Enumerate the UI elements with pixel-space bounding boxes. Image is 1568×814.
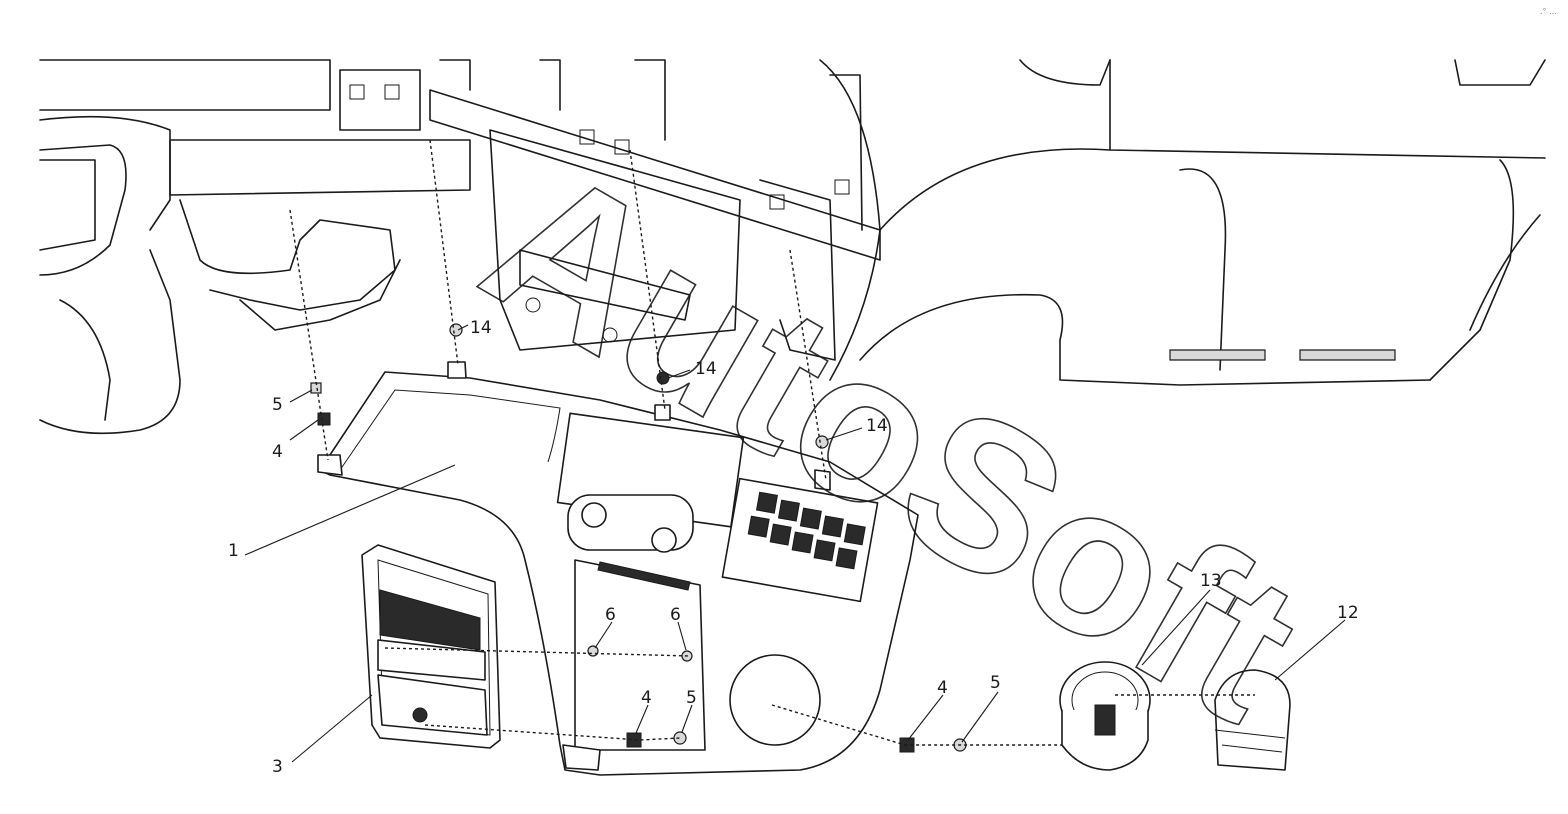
callout-leaders xyxy=(244,324,1346,763)
callout-14-left: 14 xyxy=(470,318,492,338)
dashboard-frame xyxy=(39,59,1546,435)
lower-panel-cover xyxy=(317,361,919,776)
callout-12: 12 xyxy=(1337,603,1359,623)
callout-4-center: 4 xyxy=(641,688,652,708)
screw-6-left xyxy=(587,645,599,657)
switch-bank xyxy=(747,491,866,570)
callout-5-center: 5 xyxy=(686,688,697,708)
callout-5-right: 5 xyxy=(990,673,1001,693)
clip-5-center xyxy=(673,731,687,745)
callout-3: 3 xyxy=(272,757,283,777)
screw-14-right xyxy=(815,435,829,449)
callout-13: 13 xyxy=(1200,571,1222,591)
socket-housing xyxy=(1059,661,1151,771)
corner-mark: .° ... xyxy=(1540,7,1557,16)
callout-5-left: 5 xyxy=(272,395,283,415)
callout-1: 1 xyxy=(228,541,239,561)
callout-4-left: 4 xyxy=(272,442,283,462)
nut-4-left xyxy=(317,412,331,426)
callout-4-right: 4 xyxy=(937,678,948,698)
callout-14-right: 14 xyxy=(866,416,888,436)
socket-cap xyxy=(1214,669,1291,771)
assembly-lines xyxy=(289,139,1255,746)
callout-6-left: 6 xyxy=(605,605,616,625)
storage-tray xyxy=(361,544,501,749)
nut-4-center xyxy=(626,732,642,748)
callout-6-right: 6 xyxy=(670,605,681,625)
callout-14-mid: 14 xyxy=(695,359,717,379)
callout-labels: 1 3 4 5 14 14 14 6 6 4 5 4 5 13 12 xyxy=(228,318,1359,777)
